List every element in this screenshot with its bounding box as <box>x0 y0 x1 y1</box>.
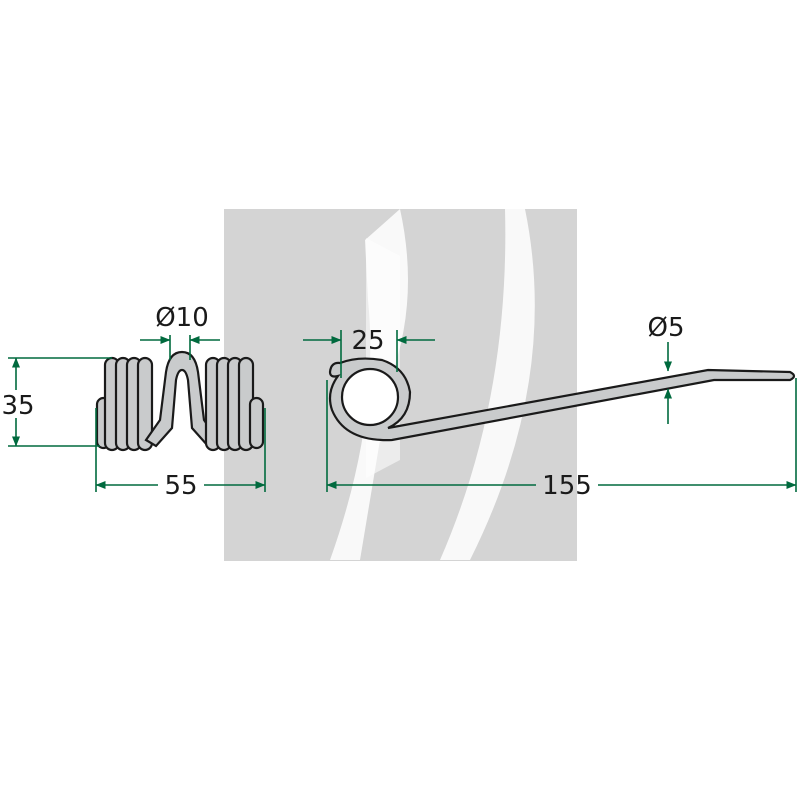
dimension-label-wire-diameter-front: Ø10 <box>155 303 209 333</box>
dimension-label-coil-diameter: 25 <box>351 326 384 356</box>
dimension-label-wire-diameter-side: Ø5 <box>647 313 684 343</box>
dimension-label-width-front: 55 <box>164 471 197 501</box>
spring-front-view <box>95 350 265 452</box>
spring-side-view <box>328 357 796 442</box>
dimension-label-total-length: 155 <box>542 471 592 501</box>
dimension-label-height: 35 <box>1 391 34 421</box>
dimension-wire-diameter-front: Ø10 <box>140 303 220 360</box>
dimension-total-length: 155 <box>326 378 797 501</box>
dimension-width-front: 55 <box>95 408 266 501</box>
dimension-coil-diameter: 25 <box>303 326 435 378</box>
dimension-height: 35 <box>1 357 112 447</box>
dimension-wire-diameter-side: Ø5 <box>647 313 685 424</box>
